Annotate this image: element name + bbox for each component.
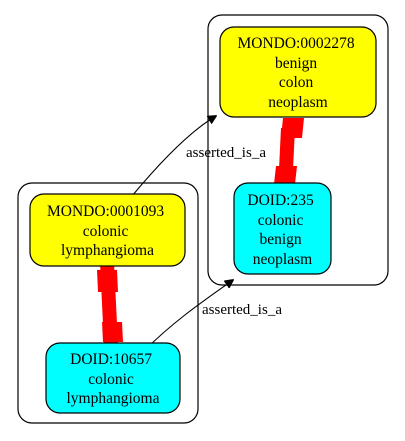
svg-text:MONDO:0001093 colonic: MONDO:0001093 colonic lymphangioma [47, 203, 168, 259]
cluster-left [17, 182, 199, 424]
node-id-label: MONDO:0002278 [238, 35, 355, 52]
node-name-line: benign [259, 231, 301, 248]
node-name-line: neoplasm [253, 251, 312, 268]
node-id-label: MONDO:0001093 [47, 203, 164, 220]
node-name-line: colonic [83, 223, 129, 240]
svg-text:DOID:235 colonic b: DOID:235 colonic benign neoplasm [247, 192, 317, 268]
node-box [233, 182, 332, 275]
node-mondo-0001093[interactable]: MONDO:0001093 colonic lymphangioma [29, 193, 186, 267]
node-doid-10657[interactable]: DOID:10657 colonic lymphangioma [45, 342, 181, 414]
node-name-line: colonic [88, 371, 134, 388]
node-name-line: lymphangioma [61, 242, 154, 259]
node-id-label: DOID:235 [247, 192, 314, 209]
node-name-line: benign [275, 55, 317, 72]
node-name-line: colonic [258, 212, 304, 229]
node-name-line: colon [279, 74, 314, 91]
node-box [219, 26, 377, 118]
svg-text:MONDO:0002278 benign: MONDO:0002278 benign colon neoplasm [238, 35, 359, 111]
cluster-right [207, 14, 389, 286]
node-mondo-0002278[interactable]: MONDO:0002278 benign colon neoplasm [219, 26, 377, 118]
svg-text:DOID:10657 colonic: DOID:10657 colonic lymphangioma [67, 351, 160, 407]
edge-label-doid: asserted_is_a [202, 302, 282, 318]
equivalence-link-left [97, 262, 123, 345]
node-id-label: DOID:10657 [70, 351, 152, 368]
node-box [45, 342, 181, 414]
node-doid-235[interactable]: DOID:235 colonic benign neoplasm [233, 182, 332, 275]
edge-doid-is-a: asserted_is_a [144, 280, 282, 351]
edge-mondo-is-a: asserted_is_a [131, 116, 266, 197]
node-name-line: neoplasm [268, 94, 327, 111]
edge-label-mondo: asserted_is_a [186, 145, 266, 161]
node-name-line: lymphangioma [67, 390, 160, 407]
node-box [29, 193, 186, 267]
equivalence-link-right [274, 118, 304, 190]
